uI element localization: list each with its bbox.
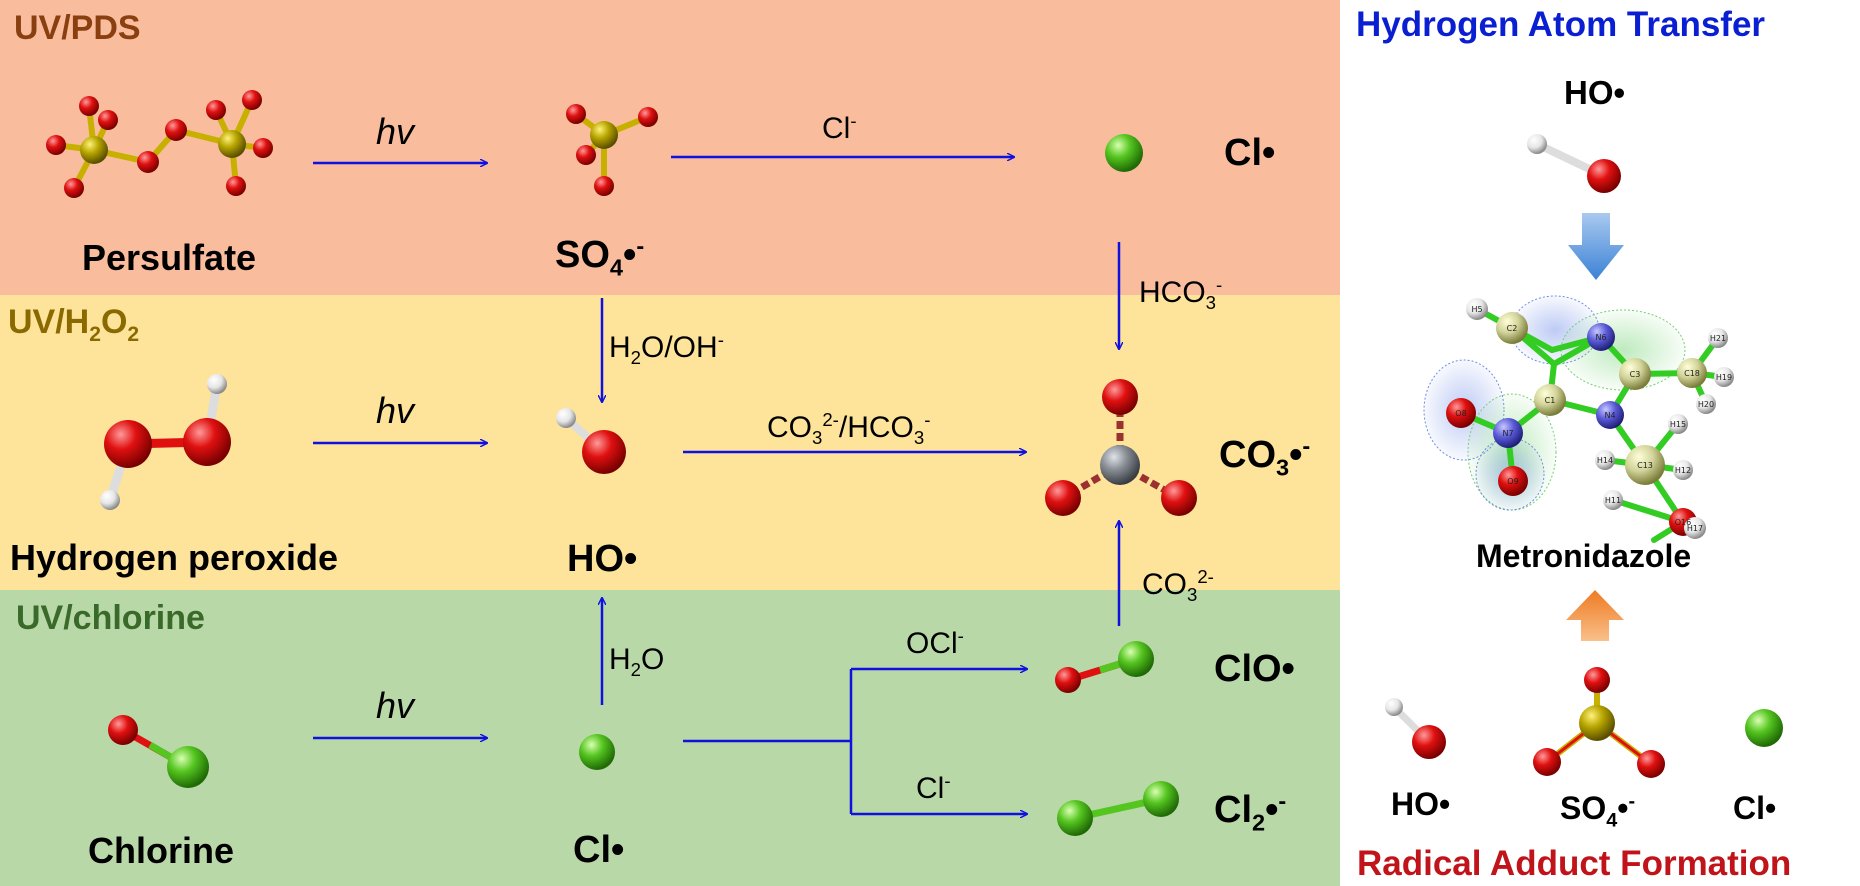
uv-h2o2-label: UV/H2O2 xyxy=(8,303,140,346)
reaction-arrows xyxy=(313,157,1119,814)
cl-minus-label: Cl- xyxy=(822,110,857,145)
atom-label-c3: C3 xyxy=(1630,370,1641,379)
hv-label-2: hv xyxy=(376,390,415,431)
cl-radical-name-top: Cl• xyxy=(1224,132,1276,174)
atom-label-h5: H5 xyxy=(1471,305,1482,314)
co3-radical-molecule xyxy=(1045,379,1197,516)
cl2-radical-name: Cl2•- xyxy=(1214,787,1287,836)
co3-2minus-label: CO32- xyxy=(1142,566,1214,605)
uv-chlorine-band xyxy=(0,590,1340,886)
atom-label-o16: O16 xyxy=(1675,518,1691,527)
atom-label-h20: H20 xyxy=(1698,400,1714,409)
ho-radical-top-name: HO• xyxy=(1564,74,1626,111)
so4-radical-name: SO4•- xyxy=(555,232,645,281)
chlorine-molecule xyxy=(108,715,209,788)
hat-down-arrow xyxy=(1568,213,1624,280)
clo-radical-molecule xyxy=(1055,641,1154,693)
atom-label-o9: O9 xyxy=(1507,477,1518,486)
ho-radical-name: HO• xyxy=(567,538,638,580)
ho-radical-top-molecule xyxy=(1527,134,1621,193)
raf-title: Radical Adduct Formation xyxy=(1357,844,1792,883)
persulfate-molecule xyxy=(46,90,273,198)
hv-label-3: hv xyxy=(376,685,415,726)
atom-label-h17: H17 xyxy=(1687,524,1703,533)
atom-label-h15: H15 xyxy=(1670,420,1686,429)
cl-radical-bottom-right-atom xyxy=(1745,709,1783,747)
hydrogen-peroxide-name: Hydrogen peroxide xyxy=(10,537,339,578)
so4-radical-bottom-molecule xyxy=(1533,667,1665,778)
raf-up-arrow xyxy=(1566,590,1624,641)
atom-label-h12: H12 xyxy=(1675,466,1691,475)
metronidazole-molecule xyxy=(1423,295,1734,543)
cl-minus-label-2: Cl- xyxy=(916,770,951,805)
cl-radical-atom-bottom xyxy=(579,734,615,770)
hco3-minus-label: HCO3- xyxy=(1139,274,1223,313)
cl-radical-name-bottom: Cl• xyxy=(573,829,625,871)
ho-radical-molecule xyxy=(556,408,626,474)
co3-radical-name: CO3•- xyxy=(1219,432,1311,481)
ocl-minus-label: OCl- xyxy=(906,625,964,660)
hv-label-1: hv xyxy=(376,111,415,152)
atom-label-h14: H14 xyxy=(1597,456,1613,465)
ho-radical-bottom-molecule xyxy=(1385,698,1446,759)
atom-label-h11: H11 xyxy=(1605,496,1621,505)
atom-label-n7: N7 xyxy=(1502,429,1513,438)
hat-title: Hydrogen Atom Transfer xyxy=(1356,5,1766,44)
ho-radical-bottom-name: HO• xyxy=(1391,786,1451,822)
cl2-radical-molecule xyxy=(1057,781,1179,836)
co3-hco3-label: CO32-/HCO3- xyxy=(767,409,931,448)
so4-radical-bottom-name: SO4•- xyxy=(1560,790,1636,832)
atom-label-h21: H21 xyxy=(1710,334,1726,343)
uv-pds-label: UV/PDS xyxy=(14,9,141,47)
uv-chlorine-label: UV/chlorine xyxy=(16,599,205,637)
atom-label-c1: C1 xyxy=(1545,396,1556,405)
h2o-label: H2O xyxy=(609,643,665,680)
atom-label-h19: H19 xyxy=(1716,373,1732,382)
chlorine-name: Chlorine xyxy=(88,830,235,871)
atom-label-n4: N4 xyxy=(1604,411,1615,420)
atom-label-o8: O8 xyxy=(1455,409,1466,418)
metronidazole-name: Metronidazole xyxy=(1476,538,1692,574)
h2o2-molecule xyxy=(100,374,231,510)
cl-radical-atom-top xyxy=(1105,134,1143,172)
cl-radical-bottom-right-name: Cl• xyxy=(1733,790,1777,826)
atom-label-c13: C13 xyxy=(1637,461,1653,470)
persulfate-name: Persulfate xyxy=(82,237,257,278)
so4-radical-molecule xyxy=(566,104,658,196)
atom-label-c2: C2 xyxy=(1507,324,1518,333)
clo-radical-name: ClO• xyxy=(1214,648,1295,690)
atom-label-n6: N6 xyxy=(1595,333,1606,342)
atom-label-c18: C18 xyxy=(1684,369,1700,378)
h2o-oh-label: H2O/OH- xyxy=(609,329,724,368)
